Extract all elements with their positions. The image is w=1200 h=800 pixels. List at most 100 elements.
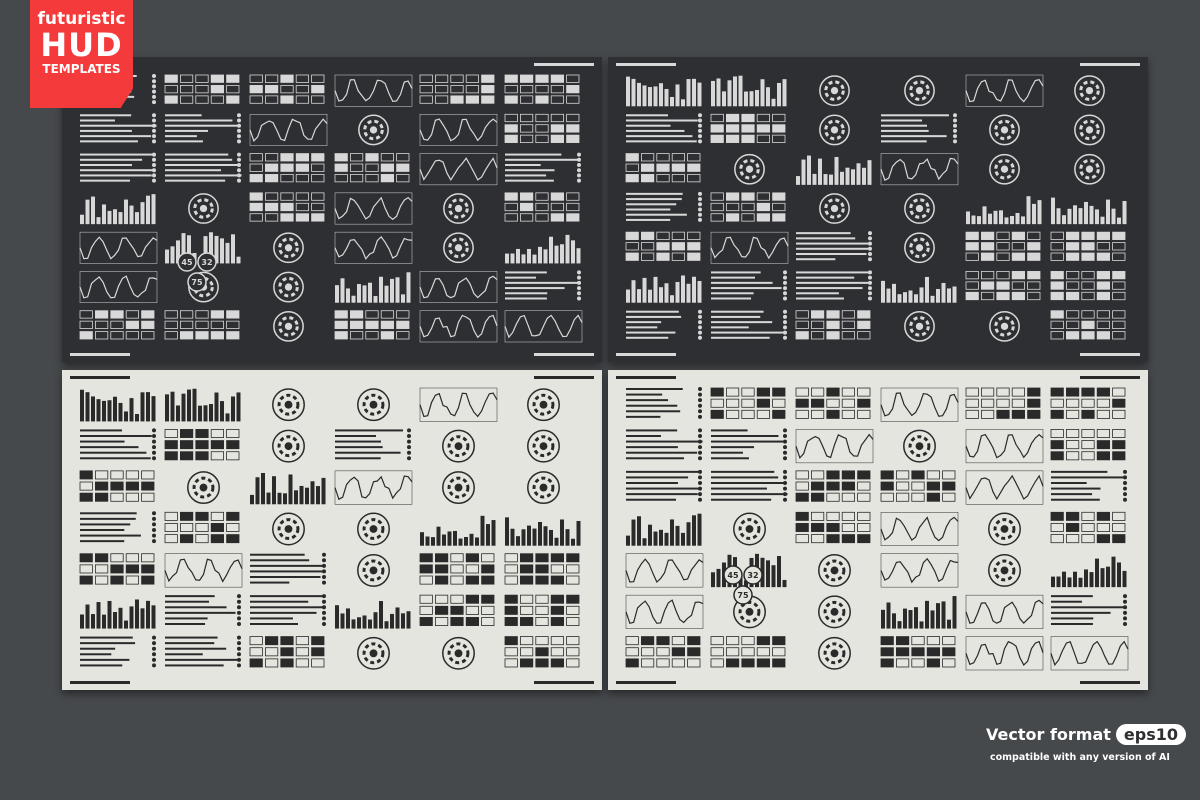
bar <box>914 294 918 303</box>
line-bar <box>80 451 147 454</box>
cell <box>519 85 534 94</box>
cell <box>210 310 224 319</box>
dot <box>953 113 957 118</box>
cell <box>210 320 224 329</box>
cell <box>826 534 840 544</box>
ring <box>532 435 555 458</box>
cell <box>311 636 325 646</box>
line-bar <box>1051 476 1124 479</box>
cell <box>926 492 941 502</box>
line-bar <box>165 179 226 182</box>
line-bar <box>505 276 536 279</box>
bar <box>1004 217 1009 225</box>
cell <box>795 470 809 480</box>
cell <box>95 481 109 491</box>
line-bar <box>626 498 677 501</box>
line-bar <box>796 297 844 300</box>
line-bar <box>80 158 143 161</box>
dot <box>152 516 156 521</box>
bar <box>401 294 405 303</box>
ring-core <box>369 649 378 658</box>
hud-widget <box>1050 636 1129 671</box>
line-bar <box>1051 600 1082 603</box>
bar <box>357 617 361 629</box>
line-bar <box>626 435 661 437</box>
cell <box>1011 409 1026 419</box>
frame-mark <box>534 353 594 356</box>
bar <box>686 79 691 107</box>
hud-widget <box>80 389 156 422</box>
cell <box>125 331 139 340</box>
bar <box>982 206 987 225</box>
bar <box>818 158 822 185</box>
ring <box>904 75 935 107</box>
cell <box>264 174 279 183</box>
badge-title: HUD <box>40 26 123 64</box>
bar <box>631 280 636 303</box>
line-bar <box>881 119 923 122</box>
bar <box>1026 196 1031 225</box>
ring-core <box>369 400 378 409</box>
cell <box>519 134 534 143</box>
hud-widget <box>442 429 475 463</box>
wave <box>965 640 1044 666</box>
line-bar <box>80 653 112 656</box>
bar <box>936 289 940 303</box>
bar <box>766 560 770 588</box>
cell <box>841 331 855 340</box>
cell <box>795 331 809 340</box>
bar <box>250 494 254 505</box>
ring-core <box>1000 322 1009 331</box>
dot <box>783 275 787 280</box>
hud-widget <box>165 152 242 183</box>
cell <box>980 281 995 290</box>
cell <box>1027 252 1041 261</box>
gauge-number: 32 <box>197 252 217 272</box>
cell <box>996 271 1010 280</box>
cell <box>550 553 565 563</box>
cell <box>226 511 240 521</box>
cell <box>566 95 580 104</box>
dot <box>407 445 411 450</box>
dot <box>152 134 156 139</box>
ring <box>993 518 1016 540</box>
cell <box>264 74 279 83</box>
cell <box>756 658 770 668</box>
cell <box>1065 440 1080 450</box>
frame <box>1050 636 1129 671</box>
cell <box>741 658 755 668</box>
cell <box>656 647 670 657</box>
bar <box>675 281 680 303</box>
bar <box>1084 201 1088 225</box>
line-bar <box>711 470 775 473</box>
line-bar <box>711 482 785 484</box>
ring-core <box>1000 165 1009 173</box>
bar <box>659 287 663 303</box>
hud-widget <box>419 114 498 146</box>
bar <box>1117 217 1121 225</box>
bar <box>571 240 575 264</box>
ring-core <box>454 649 463 658</box>
cell <box>434 605 449 615</box>
hud-widget <box>1051 197 1127 225</box>
cell <box>141 310 155 319</box>
hud-widget <box>880 512 959 546</box>
dot <box>152 128 156 133</box>
wave <box>795 433 874 460</box>
bar <box>744 580 748 588</box>
line-bar <box>165 169 221 172</box>
cell <box>465 605 480 615</box>
cell <box>641 242 655 251</box>
cell <box>656 252 670 261</box>
hud-widget <box>1051 556 1127 588</box>
ring-core <box>915 322 924 331</box>
frame <box>164 553 243 588</box>
cell <box>195 85 209 94</box>
cell <box>195 511 209 521</box>
cell <box>795 398 809 408</box>
cell <box>110 575 124 585</box>
cell <box>95 470 109 480</box>
bar <box>203 236 208 264</box>
cell <box>504 113 518 123</box>
cell <box>349 331 364 340</box>
